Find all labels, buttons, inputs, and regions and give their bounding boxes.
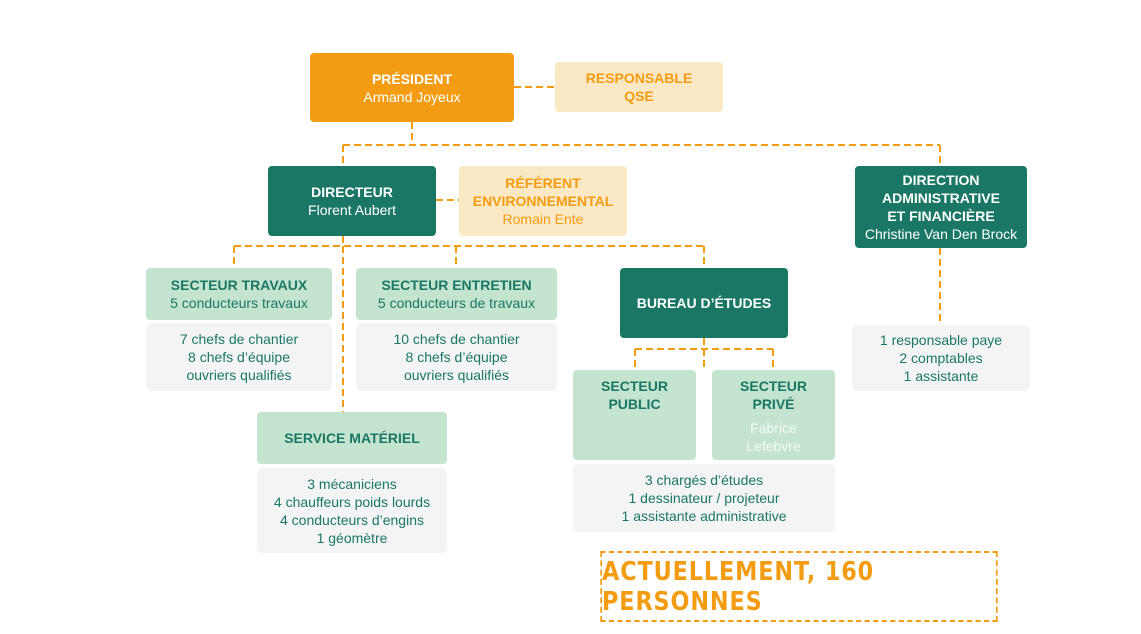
daf-box: DIRECTION ADMINISTRATIVE ET FINANCIÈRE C… <box>855 166 1027 248</box>
secteur-entretien-sub: 5 conducteurs de travaux <box>377 295 536 311</box>
president-box: PRÉSIDENT Armand Joyeux <box>310 53 514 122</box>
directeur-name: Florent Aubert <box>308 202 396 218</box>
daf-name: Christine Van Den Brock <box>864 226 1018 242</box>
secteur-travaux-sub: 5 conducteurs travaux <box>170 295 308 311</box>
secteur-travaux-title: SECTEUR TRAVAUX <box>170 277 308 293</box>
secteur-entretien-box: SECTEUR ENTRETIEN 5 conducteurs de trava… <box>356 268 557 320</box>
secteur-prive-title-line2: PRIVÉ <box>752 396 795 412</box>
daf-staff: 1 responsable paye 2 comptables 1 assist… <box>852 325 1030 391</box>
staff-line: 8 chefs d’équipe <box>405 349 508 365</box>
bureau-etudes-box: BUREAU D’ÉTUDES <box>620 268 788 338</box>
service-materiel-staff: 3 mécaniciens 4 chauffeurs poids lourds … <box>257 468 447 553</box>
secteur-prive-title-line1: SECTEUR <box>740 378 807 394</box>
directeur-box: DIRECTEUR Florent Aubert <box>268 166 436 236</box>
secteur-travaux-staff: 7 chefs de chantier 8 chefs d’équipe ouv… <box>146 323 332 391</box>
secteur-prive-name-line1: Fabrice <box>750 420 797 436</box>
referent-name: Romain Ente <box>502 211 584 227</box>
secteur-public-box: SECTEUR PUBLIC <box>573 370 696 460</box>
bureau-etudes-title: BUREAU D’ÉTUDES <box>636 295 772 311</box>
referent-box: RÉFÉRENT ENVIRONNEMENTAL Romain Ente <box>459 166 627 236</box>
secteur-public-title-line1: SECTEUR <box>601 378 668 394</box>
staff-line: ouvriers qualifiés <box>403 367 510 383</box>
total-employees-banner: ACTUELLEMENT, 160 PERSONNES <box>600 551 998 622</box>
total-employees-text: ACTUELLEMENT, 160 PERSONNES <box>602 556 875 617</box>
daf-title-line3: ET FINANCIÈRE <box>887 208 995 224</box>
secteur-prive-box: SECTEUR PRIVÉ Fabrice Lefebvre <box>712 370 835 460</box>
secteur-travaux-box: SECTEUR TRAVAUX 5 conducteurs travaux <box>146 268 332 320</box>
directeur-title: DIRECTEUR <box>311 184 393 200</box>
staff-line: 1 responsable paye <box>879 332 1003 348</box>
referent-title-line1: RÉFÉRENT <box>505 175 581 191</box>
qse-title-line1: RESPONSABLE <box>585 70 693 86</box>
secteur-public-title-line2: PUBLIC <box>608 396 661 412</box>
president-name: Armand Joyeux <box>363 88 461 105</box>
qse-box: RESPONSABLE QSE <box>555 62 723 112</box>
referent-title-line2: ENVIRONNEMENTAL <box>472 193 614 209</box>
service-materiel-box: SERVICE MATÉRIEL <box>257 412 447 464</box>
staff-line: 1 assistante administrative <box>621 508 787 524</box>
staff-line: 1 géomètre <box>316 529 388 546</box>
secteur-entretien-title: SECTEUR ENTRETIEN <box>381 277 532 293</box>
bureau-etudes-staff: 3 chargés d’études 1 dessinateur / proje… <box>573 464 835 532</box>
staff-line: 4 chauffeurs poids lourds <box>273 493 431 510</box>
service-materiel-title: SERVICE MATÉRIEL <box>284 430 420 446</box>
staff-line: 8 chefs d’équipe <box>188 349 290 365</box>
staff-line: 10 chefs de chantier <box>393 331 520 347</box>
qse-title-line2: QSE <box>624 88 654 104</box>
staff-line: 1 dessinateur / projeteur <box>628 490 780 506</box>
staff-line: 1 assistante <box>903 368 979 384</box>
staff-line: 3 mécaniciens <box>307 475 397 492</box>
president-title: PRÉSIDENT <box>371 70 453 87</box>
daf-title-line1: DIRECTION <box>902 172 980 188</box>
secteur-prive-name-line2: Lefebvre <box>746 438 801 454</box>
staff-line: 3 chargés d’études <box>644 472 764 488</box>
staff-line: 2 comptables <box>899 350 983 366</box>
staff-line: 7 chefs de chantier <box>179 331 299 347</box>
staff-line: ouvriers qualifiés <box>186 367 292 383</box>
daf-title-line2: ADMINISTRATIVE <box>882 190 1000 206</box>
staff-line: 4 conducteurs d’engins <box>280 511 424 528</box>
secteur-entretien-staff: 10 chefs de chantier 8 chefs d’équipe ou… <box>356 323 557 391</box>
